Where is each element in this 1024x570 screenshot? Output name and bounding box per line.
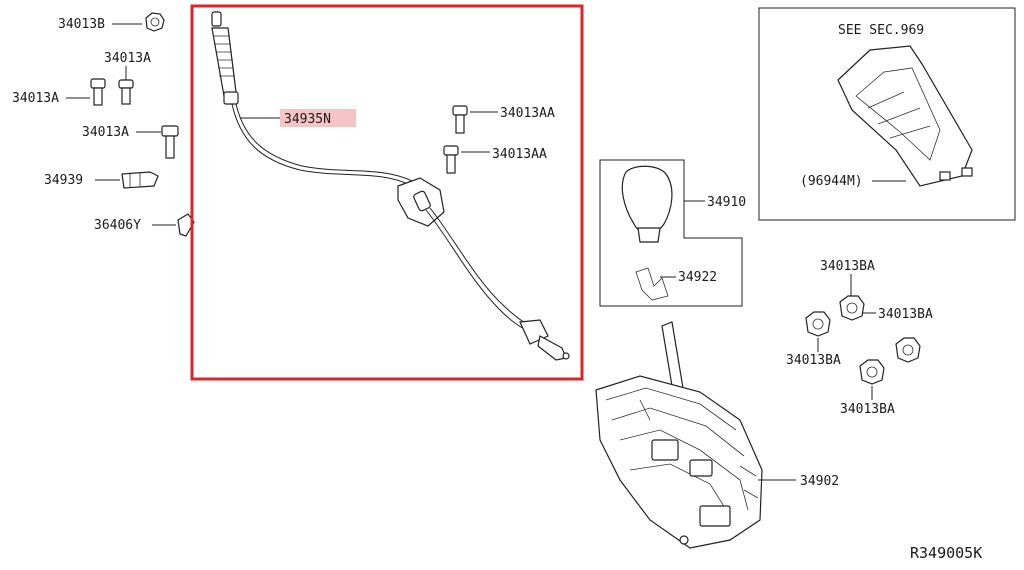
label-34013a-mid[interactable]: 34013A — [82, 125, 129, 140]
label-34013aa-lower[interactable]: 34013AA — [492, 147, 547, 162]
label-96944m[interactable]: (96944M) — [800, 174, 863, 189]
shift-knob-34910[interactable] — [621, 165, 673, 243]
label-34013aa-upper[interactable]: 34013AA — [500, 106, 555, 121]
nut-34013b-icon — [145, 12, 165, 32]
label-34013ba-left[interactable]: 34013BA — [786, 353, 841, 368]
bolt-34013a-top-icon — [118, 79, 134, 105]
see-section-frame — [758, 7, 1016, 221]
label-34935n[interactable]: 34935N — [284, 112, 331, 127]
nut-34013ba-d-icon — [859, 359, 885, 385]
nut-34013ba-b-icon — [805, 311, 831, 337]
knob-group-frame — [599, 159, 743, 307]
bolt-34013aa-lower-icon — [443, 145, 459, 174]
bolt-34013a-left-icon — [90, 78, 106, 106]
label-34902[interactable]: 34902 — [800, 474, 839, 489]
label-34910[interactable]: 34910 — [707, 195, 746, 210]
label-34922[interactable]: 34922 — [678, 270, 717, 285]
see-section-label: SEE SEC.969 — [838, 23, 924, 38]
label-34013a-top[interactable]: 34013A — [104, 51, 151, 66]
label-36406y[interactable]: 36406Y — [94, 218, 141, 233]
label-34013ba-right[interactable]: 34013BA — [878, 307, 933, 322]
spring-clip-34922[interactable] — [635, 267, 669, 301]
nut-34013ba-a-icon — [839, 295, 865, 321]
clip-34939-icon — [121, 171, 159, 189]
control-cable-34935n[interactable] — [211, 11, 570, 361]
label-34013ba-bottom[interactable]: 34013BA — [840, 402, 895, 417]
highlight-frame — [190, 4, 584, 381]
label-34013a-left[interactable]: 34013A — [12, 91, 59, 106]
bracket-36406y-icon — [177, 213, 195, 237]
console-finisher-96944m[interactable] — [837, 45, 973, 187]
label-34935n-highlight — [280, 109, 356, 127]
diagram-reference-code: R349005K — [910, 544, 982, 562]
label-34013ba-top[interactable]: 34013BA — [820, 259, 875, 274]
shifter-assembly-34902[interactable] — [595, 321, 763, 549]
bolt-34013a-mid-icon — [161, 125, 179, 159]
label-34939[interactable]: 34939 — [44, 173, 83, 188]
nut-34013ba-c-icon — [895, 337, 921, 363]
bolt-34013aa-upper-icon — [452, 105, 468, 134]
label-34013b[interactable]: 34013B — [58, 17, 105, 32]
